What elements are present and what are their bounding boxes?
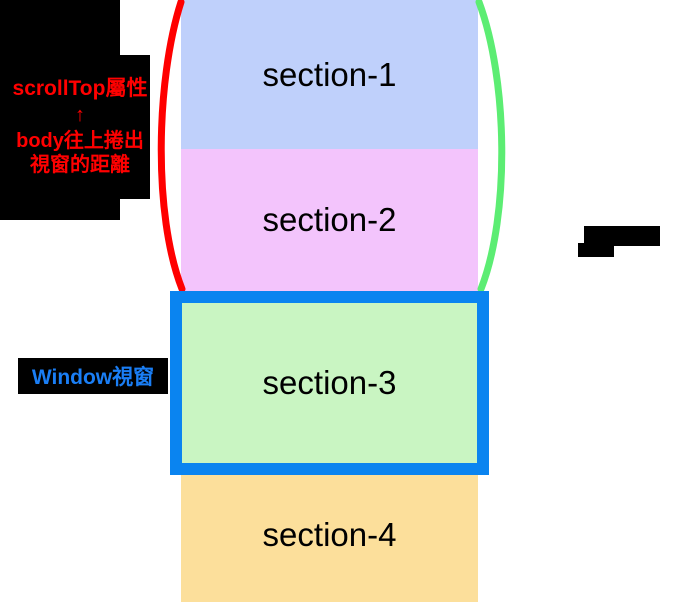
window-callout-label: Window視窗: [31, 366, 155, 389]
scroll-top-title: scrollTop屬性: [12, 77, 148, 101]
section-label-3: section-3: [262, 364, 397, 401]
window-viewport-frame: section-3: [170, 291, 489, 475]
section-block-1: section-1: [181, 0, 478, 149]
section-block-4: section-4: [181, 468, 478, 602]
section-block-3: section-3: [182, 303, 477, 463]
red-arc-left: [157, 0, 186, 293]
section-block-2: section-2: [181, 149, 478, 291]
up-arrow-icon: ↑: [75, 103, 85, 126]
redaction-bar-secondary: [578, 243, 614, 257]
scroll-top-callout: scrollTop屬性 ↑ body往上捲出 視窗的距離: [10, 55, 150, 199]
section-label-1: section-1: [262, 55, 397, 93]
section-label-4: section-4: [262, 516, 397, 553]
window-callout: Window視窗: [18, 358, 168, 394]
scroll-top-description-line-2: 視窗的距離: [30, 153, 130, 176]
section-label-2: section-2: [262, 201, 397, 238]
scroll-top-description-line-1: body往上捲出: [16, 129, 144, 152]
green-arc-right: [475, 0, 506, 293]
redaction-bar: [584, 226, 660, 246]
